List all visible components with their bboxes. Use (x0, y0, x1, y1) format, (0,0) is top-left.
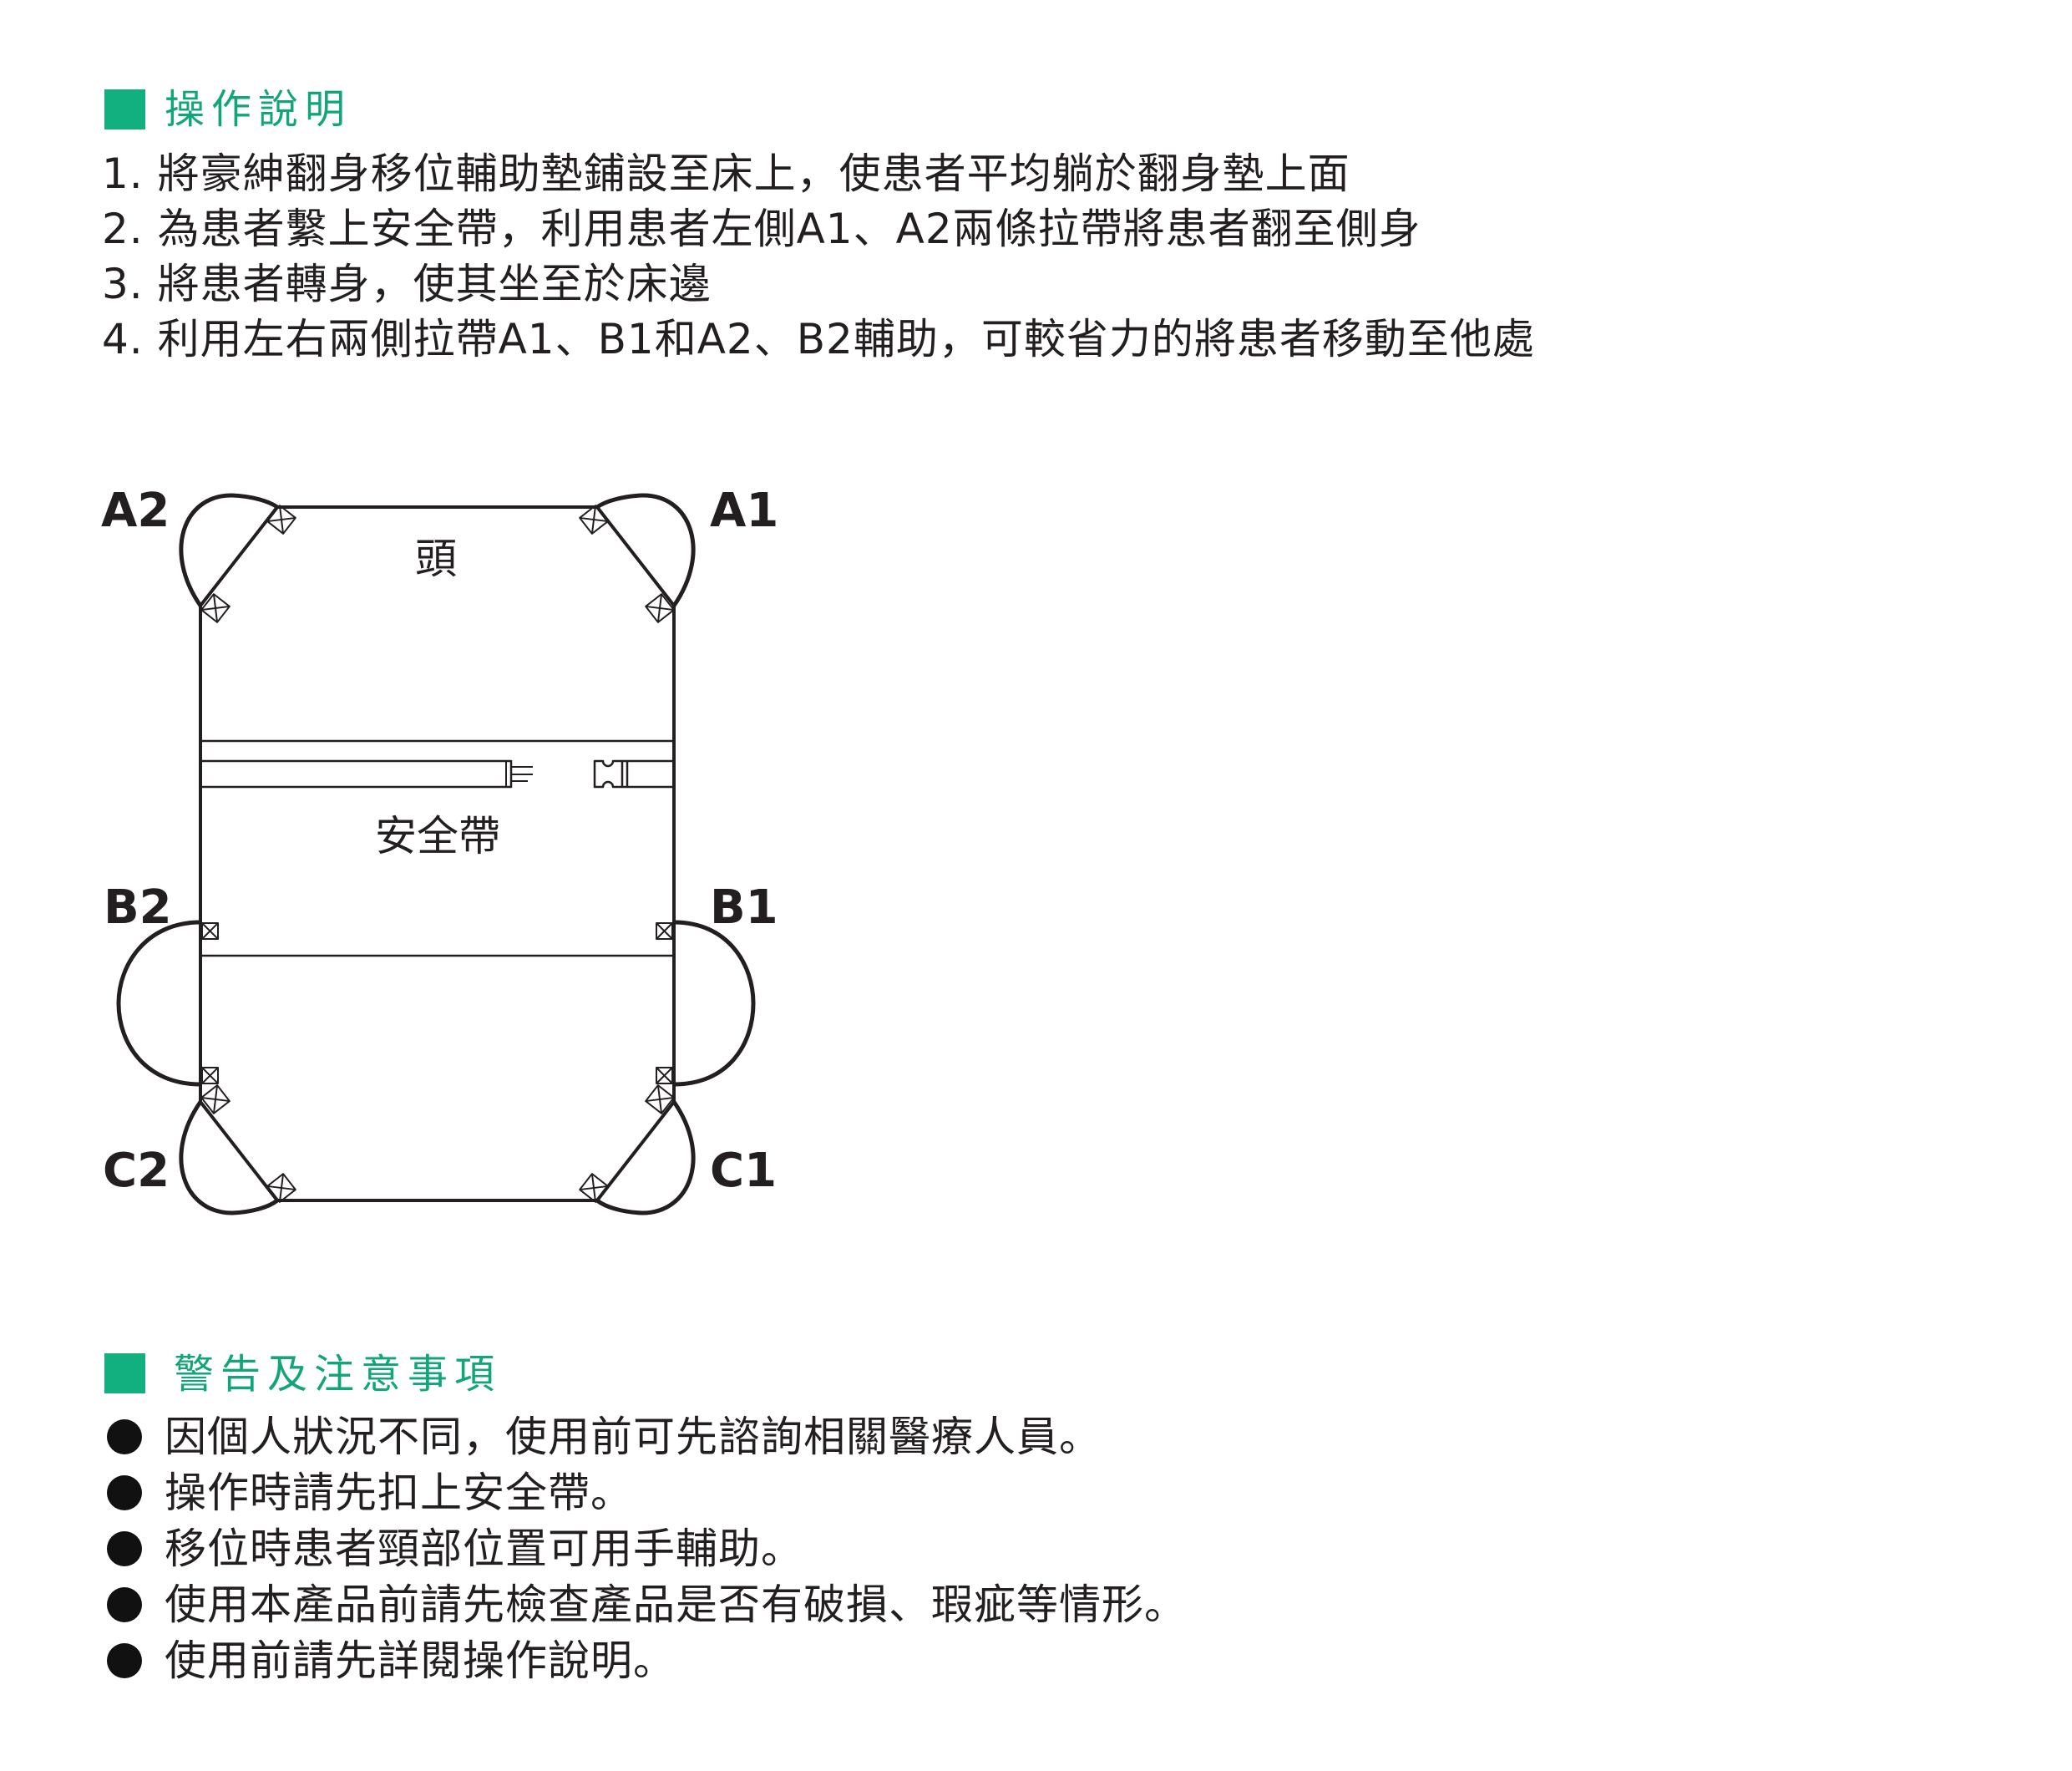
instructions-title: 操作說明 (165, 86, 352, 133)
warning-text: 操作時請先扣上安全帶。 (165, 1469, 633, 1517)
belt-strap (199, 759, 513, 789)
warnings-title: 警告及注意事項 (174, 1351, 502, 1398)
bullet-icon (107, 1643, 142, 1678)
section-marker-icon (104, 89, 145, 129)
handle-loop-b2 (116, 920, 201, 1087)
bullet-icon (107, 1475, 142, 1510)
bullet-icon (107, 1587, 142, 1622)
warning-text: 使用本產品前請先檢查產品是否有破損、瑕疵等情形。 (165, 1581, 1187, 1629)
warning-item: 使用本產品前請先檢查產品是否有破損、瑕疵等情形。 (107, 1580, 1187, 1630)
handle-label-c2: C2 (103, 1144, 170, 1198)
handle-label-c1: C1 (710, 1144, 777, 1198)
warning-text: 移位時患者頸部位置可用手輔助。 (165, 1525, 803, 1573)
warning-item: 移位時患者頸部位置可用手輔助。 (107, 1524, 803, 1574)
handle-loop-a1 (595, 493, 696, 607)
rivet-icons (201, 922, 673, 1084)
buckle-receiver (593, 759, 624, 789)
handle-label-a1: A1 (710, 484, 778, 538)
handle-label-b2: B2 (104, 880, 172, 935)
handle-loop-a2 (179, 493, 279, 607)
warning-text: 使用前請先詳閱操作說明。 (165, 1637, 676, 1685)
handle-label-b1: B1 (710, 880, 778, 935)
instruction-step-1: 1. 將豪紳翻身移位輔助墊鋪設至床上，使患者平均躺於翻身墊上面 (102, 150, 1350, 198)
instruction-step-3: 3. 將患者轉身，使其坐至於床邊 (102, 260, 712, 308)
safety-belt-label: 安全帶 (375, 812, 500, 860)
handle-loop-c1 (595, 1100, 696, 1215)
warning-item: 使用前請先詳閱操作說明。 (107, 1636, 676, 1686)
handle-label-a2: A2 (101, 484, 170, 538)
diamond-rivet-icons (200, 505, 675, 1203)
handle-loop-b1 (673, 920, 756, 1087)
warning-item: 因個人狀況不同，使用前可先諮詢相關醫療人員。 (107, 1412, 1102, 1462)
instruction-step-4: 4. 利用左右兩側拉帶A1、B1和A2、B2輔助，可較省力的將患者移動至他處 (102, 315, 1535, 363)
bullet-icon (107, 1419, 142, 1454)
instruction-step-2: 2. 為患者繫上安全帶，利用患者左側A1、A2兩條拉帶將患者翻至側身 (102, 205, 1421, 253)
section-marker-icon (104, 1353, 145, 1393)
warning-text: 因個人狀況不同，使用前可先諮詢相關醫療人員。 (165, 1413, 1102, 1461)
handle-loop-c2 (179, 1100, 279, 1215)
head-label: 頭 (415, 535, 457, 583)
bullet-icon (107, 1531, 142, 1566)
warning-item: 操作時請先扣上安全帶。 (107, 1468, 633, 1518)
